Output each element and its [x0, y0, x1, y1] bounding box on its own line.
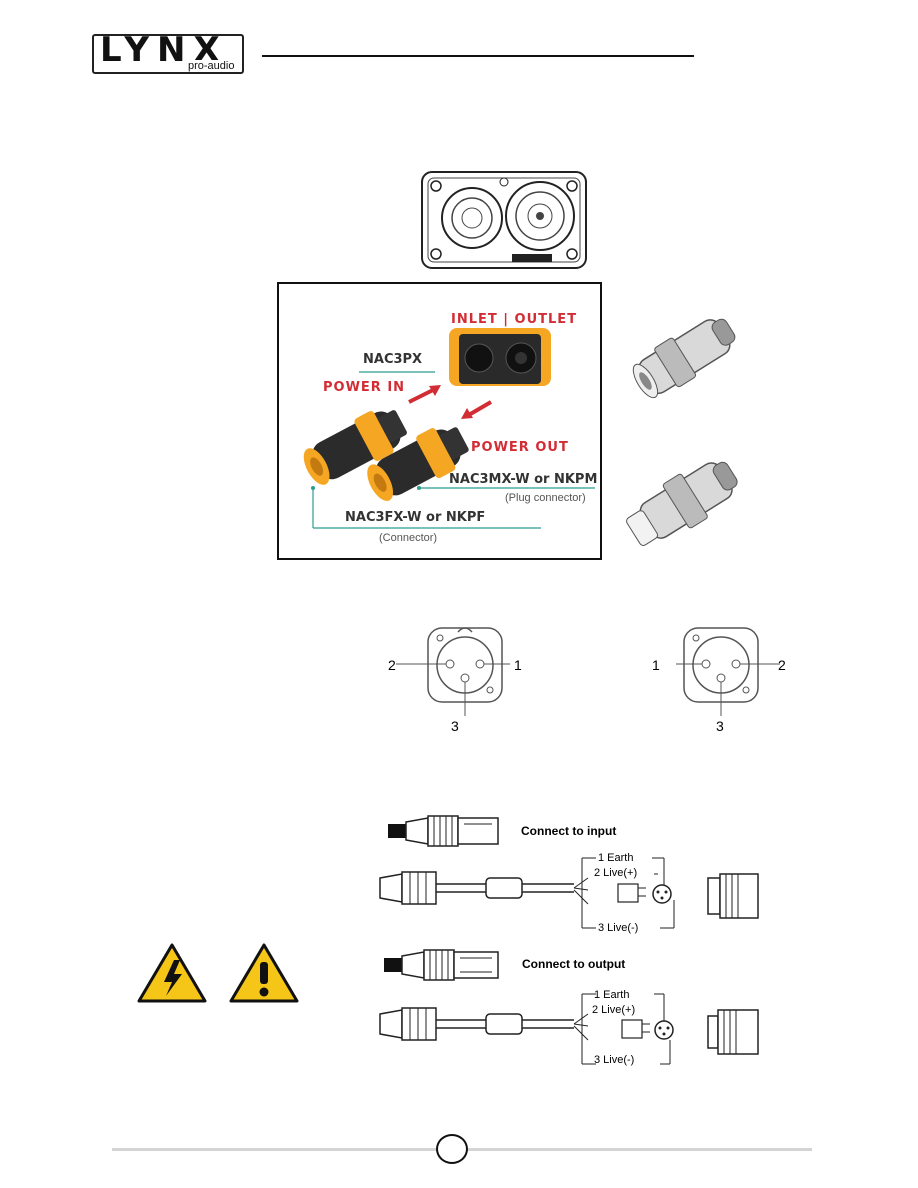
- xlr-right-leader: [766, 663, 780, 665]
- nac3px-label: NAC3PX: [363, 352, 423, 367]
- panel-connector-face: [421, 171, 587, 269]
- output-live-plus-label: 2 Live(+): [592, 1004, 636, 1016]
- input-live-plus-label: 2 Live(+): [594, 867, 638, 879]
- input-live-minus-label: 3 Live(-): [598, 922, 639, 934]
- inlet-outlet-label: INLET | OUTLET: [451, 312, 578, 327]
- output-plug-drawing: [384, 949, 499, 981]
- male-plug-photo: [626, 461, 738, 546]
- female-connector-photo: [632, 318, 736, 399]
- connector-photo-panel: INLET | OUTLET NAC3PX POWER IN POWER OUT…: [277, 282, 602, 560]
- connector-illustration: [303, 328, 595, 529]
- plug-description: (Plug connector): [505, 492, 586, 504]
- input-plug-drawing: [388, 815, 499, 847]
- connect-to-output-label: Connect to output: [522, 957, 626, 971]
- output-wiring-diagram: [379, 993, 759, 1065]
- xlr-female-diagram: [420, 627, 510, 716]
- xlr-right-pin-3: 3: [716, 718, 724, 734]
- xlr-right-pin-2: 2: [778, 657, 786, 673]
- logo-subtitle: pro-audio: [186, 60, 237, 72]
- xlr-left-pin-3: 3: [451, 718, 459, 734]
- connect-to-input-label: Connect to input: [521, 824, 617, 838]
- xlr-left-pin-2: 2: [388, 657, 396, 673]
- output-earth-label: 1 Earth: [594, 989, 630, 1001]
- input-wiring-diagram: [379, 857, 759, 929]
- connector-model-label: NAC3FX-W or NKPF: [345, 510, 486, 525]
- exclamation-warning-icon: [229, 943, 299, 1003]
- page-number-oval: [436, 1134, 468, 1164]
- electric-shock-warning-icon: [137, 943, 207, 1003]
- header-rule: [262, 55, 694, 57]
- connector-description: (Connector): [379, 532, 438, 544]
- output-live-minus-label: 3 Live(-): [594, 1054, 635, 1066]
- xlr-male-diagram: [676, 627, 766, 716]
- plug-model-label: NAC3MX-W or NKPM: [449, 472, 598, 487]
- xlr-left-pin-1: 1: [514, 657, 522, 673]
- input-earth-label: 1 Earth: [598, 852, 634, 864]
- power-out-label: POWER OUT: [471, 440, 569, 455]
- xlr-left-leader: [396, 663, 426, 665]
- power-in-label: POWER IN: [323, 380, 406, 395]
- xlr-right-pin-1: 1: [652, 657, 660, 673]
- logo-frame: [92, 34, 244, 74]
